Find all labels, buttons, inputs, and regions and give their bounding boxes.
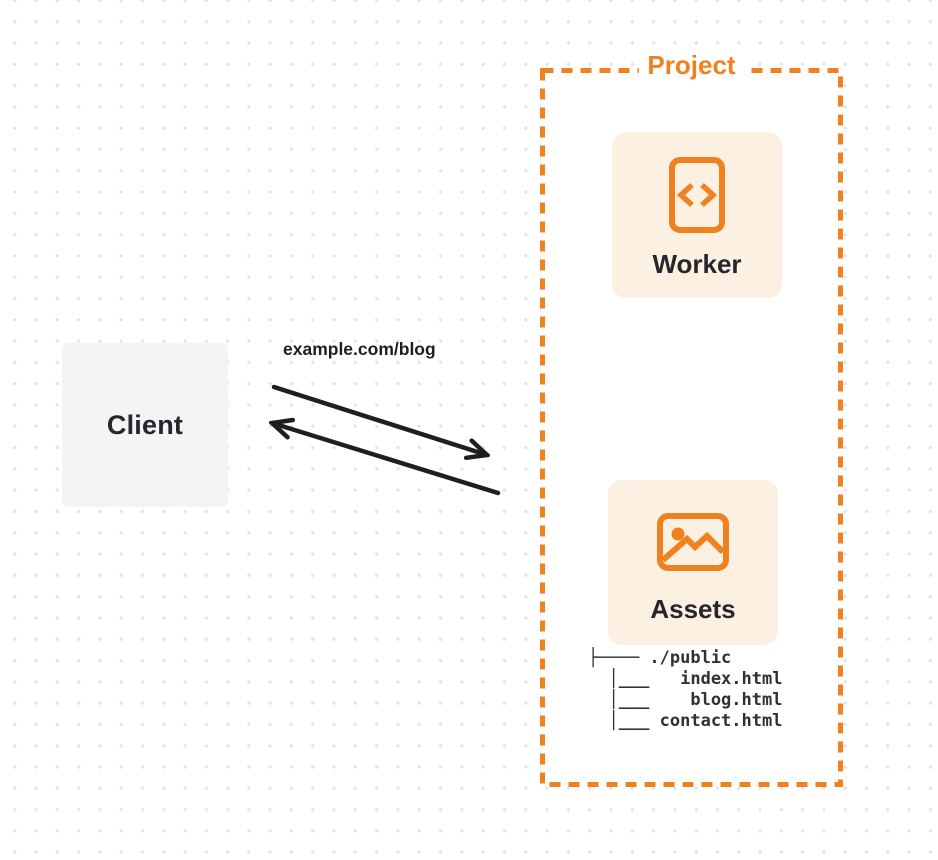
response-arrow — [272, 423, 501, 496]
code-file-icon — [669, 157, 725, 233]
assets-node: Assets — [608, 480, 778, 645]
request-response-arrows — [255, 384, 501, 496]
assets-file-tree: ├──── ./public │___ index.html │___ blog… — [588, 648, 782, 732]
project-boundary: Project Worker Assets ├──── ./public │__… — [540, 50, 843, 787]
worker-node: Worker — [612, 132, 782, 298]
image-icon — [657, 513, 729, 571]
project-label: Project — [638, 50, 745, 80]
file-tree-line-index: │___ index.html — [588, 669, 783, 689]
client-node: Client — [62, 343, 228, 507]
assets-label: Assets — [650, 594, 736, 624]
client-label: Client — [106, 409, 184, 440]
file-tree-line-contact: │___ contact.html — [588, 711, 783, 731]
file-tree-line-public: ├──── ./public — [588, 648, 732, 668]
worker-label: Worker — [652, 249, 742, 279]
request-url-label: example.com/blog — [283, 339, 436, 359]
request-arrow — [271, 384, 487, 455]
file-tree-line-blog: │___ blog.html — [588, 690, 783, 710]
